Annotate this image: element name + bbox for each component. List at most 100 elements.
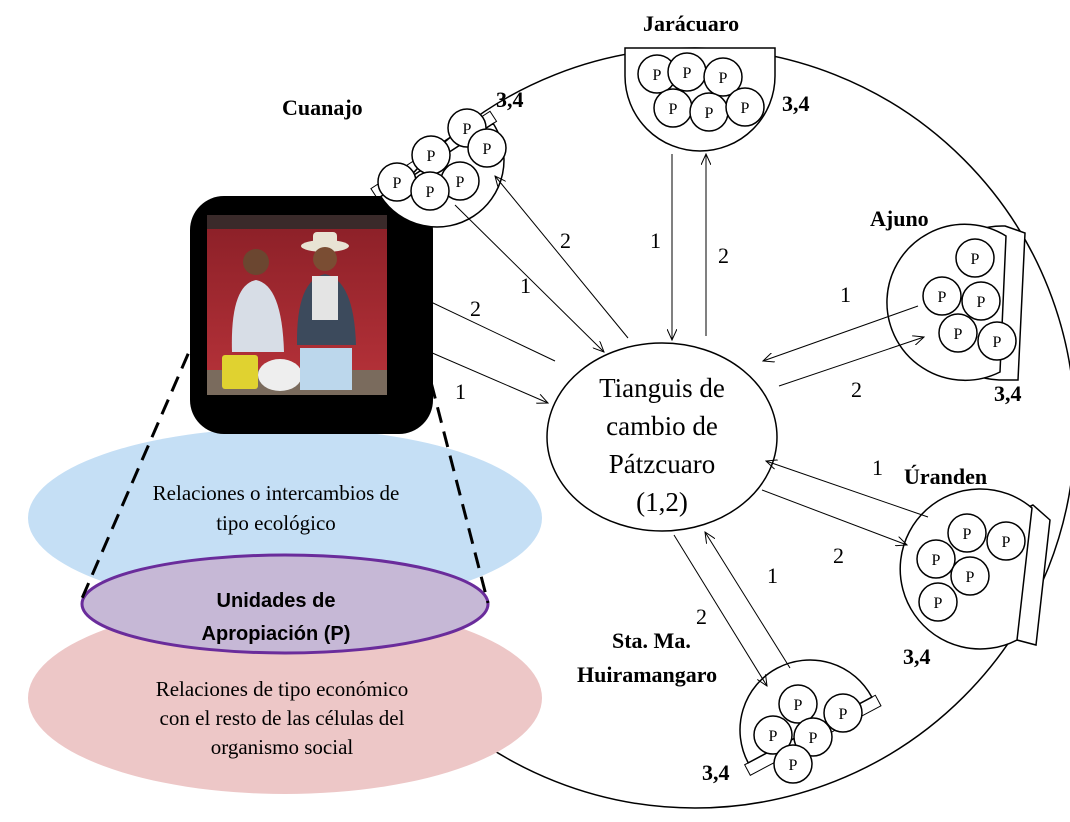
- svg-text:P: P: [653, 67, 662, 84]
- flow-arrow: [763, 305, 919, 361]
- unit-p: P: [725, 87, 765, 127]
- unit-p: P: [961, 281, 1001, 321]
- flow-label-2: 2: [696, 604, 707, 629]
- svg-text:P: P: [456, 174, 465, 191]
- flow-label-1: 1: [455, 379, 466, 404]
- svg-text:P: P: [954, 326, 963, 343]
- uranden-name: Úranden: [904, 464, 987, 489]
- flow-arrow: [766, 461, 929, 518]
- flow-label-2: 2: [833, 543, 844, 568]
- unit-p: P: [703, 57, 743, 97]
- svg-text:P: P: [683, 65, 692, 82]
- svg-text:P: P: [993, 334, 1002, 351]
- flow-arrow: [391, 283, 556, 362]
- flow-label-1: 1: [840, 282, 851, 307]
- units-ellipse: [80, 553, 490, 655]
- svg-text:P: P: [839, 706, 848, 723]
- svg-text:P: P: [977, 294, 986, 311]
- svg-text:P: P: [971, 251, 980, 268]
- unit-p: P: [467, 128, 507, 168]
- economic-relations-ellipse: [28, 602, 542, 794]
- unit-p: P: [377, 162, 417, 202]
- ajuno-name: Ajuno: [870, 206, 929, 231]
- flow-label-2: 2: [470, 296, 481, 321]
- unit-p: P: [778, 684, 818, 724]
- huiramangaro-units: P P P P P: [753, 684, 863, 784]
- center-line2: cambio de: [606, 411, 718, 441]
- unit-p: P: [411, 135, 451, 175]
- cuanajo-code: 3,4: [496, 87, 524, 112]
- unit-p: P: [922, 276, 962, 316]
- svg-text:P: P: [483, 141, 492, 158]
- unit-p: P: [637, 54, 677, 94]
- unit-p: P: [986, 521, 1026, 561]
- center-line3: Pátzcuaro: [609, 449, 715, 479]
- unit-p: P: [410, 171, 450, 211]
- huiramangaro-name-line2: Huiramangaro: [577, 662, 717, 687]
- unit-p: P: [793, 717, 833, 757]
- svg-text:P: P: [463, 121, 472, 138]
- ecological-text-line1: Relaciones o intercambios de: [153, 481, 400, 505]
- community-huiramangaro: P P P P P Sta. Ma. Huiramangaro 3,4: [577, 628, 882, 785]
- flow-label-1: 1: [767, 563, 778, 588]
- jaracuaro-name: Jarácuaro: [643, 11, 739, 36]
- flow-label-1: 1: [650, 228, 661, 253]
- unit-p: P: [955, 238, 995, 278]
- svg-text:P: P: [427, 148, 436, 165]
- ecological-relations-ellipse: [28, 428, 542, 608]
- flow-label-2: 2: [560, 228, 571, 253]
- huiramangaro-code: 3,4: [702, 760, 730, 785]
- flow-arrow: [761, 489, 907, 545]
- ajuno-code: 3,4: [994, 381, 1022, 406]
- svg-text:P: P: [719, 70, 728, 87]
- svg-text:P: P: [809, 730, 818, 747]
- svg-text:P: P: [934, 595, 943, 612]
- ecological-text-line2: tipo ecológico: [216, 511, 336, 535]
- community-jaracuaro: P P P P P P Jarácuaro 3,4: [624, 11, 810, 152]
- flow-label-1: 1: [872, 455, 883, 480]
- flow-label-2: 2: [851, 377, 862, 402]
- ajuno-units: P P P P P: [922, 238, 1017, 361]
- huiramangaro-name-line1: Sta. Ma.: [612, 628, 691, 653]
- svg-text:P: P: [426, 184, 435, 201]
- flow-arrow: [778, 337, 924, 387]
- economic-text-line1: Relaciones de tipo económico: [156, 677, 409, 701]
- flow-arrow: [705, 532, 791, 669]
- community-cuanajo: P P P P P P Cuanajo 3,4: [282, 87, 524, 228]
- uranden-code: 3,4: [903, 644, 931, 669]
- flow-arrow: [673, 534, 767, 686]
- community-uranden: P P P P P Úranden 3,4: [899, 464, 1051, 669]
- svg-text:P: P: [932, 552, 941, 569]
- unit-p: P: [667, 52, 707, 92]
- unit-p: P: [440, 161, 480, 201]
- unit-p: P: [938, 313, 978, 353]
- unit-p: P: [653, 88, 693, 128]
- jaracuaro-units: P P P P P P: [637, 52, 765, 132]
- cuanajo-units: P P P P P P: [377, 108, 507, 211]
- units-text-line2: Apropiación (P): [202, 623, 351, 645]
- flow-arrow: [454, 204, 604, 352]
- svg-text:P: P: [966, 569, 975, 586]
- unit-p: P: [773, 744, 813, 784]
- unit-p: P: [916, 539, 956, 579]
- center-line4: (1,2): [636, 487, 688, 517]
- unit-p: P: [977, 321, 1017, 361]
- svg-text:P: P: [1002, 534, 1011, 551]
- unit-p: P: [950, 556, 990, 596]
- unit-p: P: [947, 513, 987, 553]
- svg-text:P: P: [669, 101, 678, 118]
- svg-text:P: P: [393, 175, 402, 192]
- svg-text:P: P: [963, 526, 972, 543]
- svg-text:P: P: [741, 100, 750, 117]
- community-ajuno: P P P P P Ajuno 3,4: [870, 206, 1026, 406]
- flow-arrow: [392, 335, 548, 403]
- unit-p: P: [689, 92, 729, 132]
- svg-text:P: P: [938, 289, 947, 306]
- center-line1: Tianguis de: [599, 373, 725, 403]
- units-text-line1: Unidades de: [217, 590, 336, 612]
- flow-label-2: 2: [718, 243, 729, 268]
- unit-p: P: [918, 582, 958, 622]
- uranden-units: P P P P P: [916, 513, 1026, 622]
- unit-p: P: [823, 693, 863, 733]
